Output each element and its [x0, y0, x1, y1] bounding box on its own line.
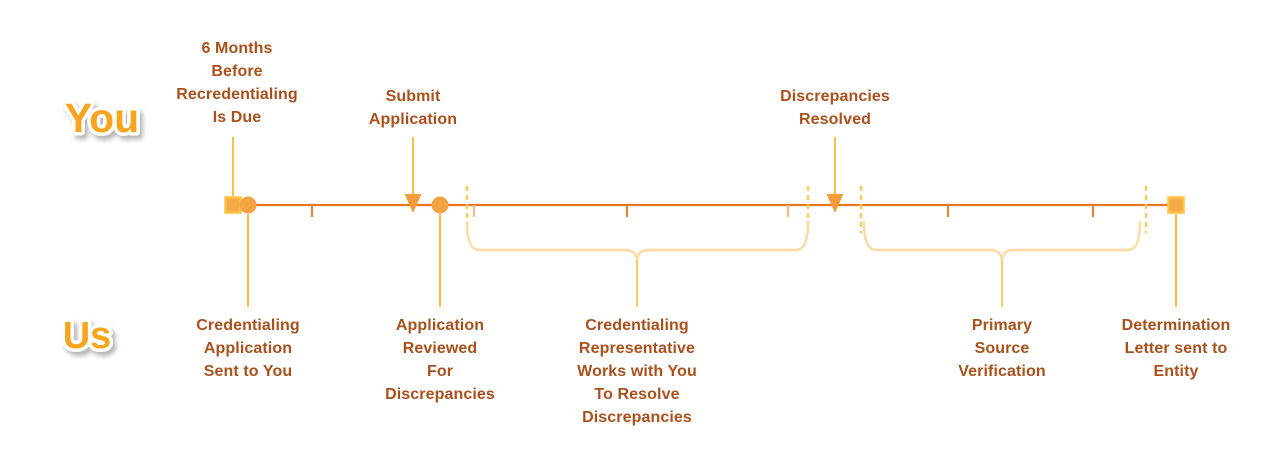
- event-label-application-reviewed: Application Reviewed For Discrepancies: [385, 317, 495, 403]
- arrow-down-icon: [826, 194, 844, 213]
- square-marker-end: [1167, 196, 1185, 214]
- event-label-credentialing-representative: Credentialing Representative Works with …: [577, 317, 697, 426]
- circle-marker-application-reviewed: [431, 196, 449, 214]
- event-label-credentialing-application-sent: Credentialing Application Sent to You: [196, 317, 300, 380]
- event-label-determination-letter: Determination Letter sent to Entity: [1121, 317, 1231, 380]
- event-label-6-months-before-recredentialing: 6 Months Before Recredentialing Is Due: [176, 40, 298, 126]
- square-marker-start: [224, 196, 242, 214]
- actor-label-us: Us: [63, 315, 112, 357]
- brace-credentialing-representative: [465, 220, 810, 263]
- circle-marker-credentialing-application: [239, 196, 257, 214]
- arrow-down-icon: [404, 194, 422, 213]
- event-label-submit-application: Submit Application: [368, 88, 458, 128]
- event-label-primary-source-verification: Primary Source Verification: [958, 317, 1046, 380]
- brace-primary-source-verification: [862, 220, 1142, 263]
- actor-label-you: You: [65, 95, 139, 141]
- event-label-discrepancies-resolved: Discrepancies Resolved: [780, 88, 890, 128]
